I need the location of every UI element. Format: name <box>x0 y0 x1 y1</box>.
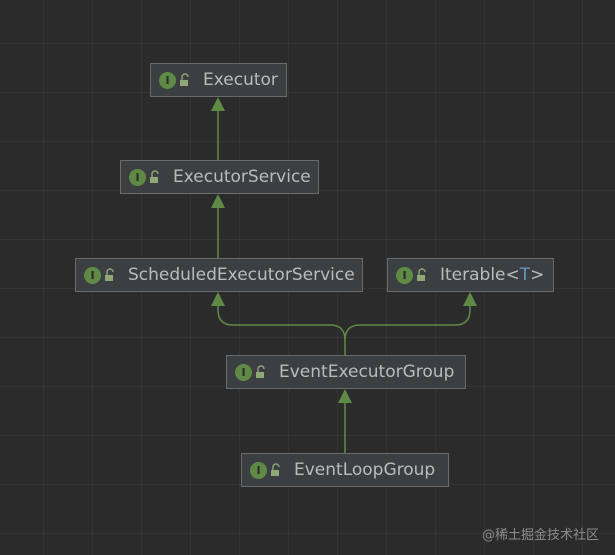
generic-close: > <box>530 265 545 285</box>
node-label: Executor <box>203 70 278 90</box>
arrowhead-scheduled <box>211 292 225 306</box>
arrowhead-executor <box>211 97 225 111</box>
edge-eventexecutorgroup-to-iterable <box>344 305 471 341</box>
node-event-executor-group[interactable]: I EventExecutorGroup <box>226 355 466 389</box>
interface-icon: I <box>250 461 267 479</box>
node-executor-service[interactable]: I ExecutorService <box>120 160 319 194</box>
unlocked-padlock-icon <box>416 268 428 282</box>
node-iterable[interactable]: I Iterable<T> <box>387 258 554 292</box>
node-executor[interactable]: I Executor <box>150 63 287 97</box>
type-parameter: T <box>519 265 531 285</box>
node-label: ScheduledExecutorService <box>128 265 355 285</box>
unlocked-padlock-icon <box>179 73 191 87</box>
generic-open: < <box>505 265 520 285</box>
node-event-loop-group[interactable]: I EventLoopGroup <box>241 453 449 487</box>
node-label: EventExecutorGroup <box>279 362 455 382</box>
arrowhead-eventexecutorgroup <box>338 389 352 403</box>
node-scheduled-executor-service[interactable]: I ScheduledExecutorService <box>75 258 363 292</box>
interface-icon: I <box>129 168 146 186</box>
interface-icon: I <box>159 71 176 89</box>
watermark: @稀土掘金技术社区 <box>481 528 599 543</box>
arrowhead-iterable <box>463 292 477 306</box>
node-label: ExecutorService <box>173 167 311 187</box>
unlocked-padlock-icon <box>255 365 267 379</box>
unlocked-padlock-icon <box>104 268 116 282</box>
interface-icon: I <box>235 363 252 381</box>
unlocked-padlock-icon <box>270 463 282 477</box>
arrowhead-executorservice <box>211 194 225 208</box>
edge-eventexecutorgroup-to-scheduled <box>217 305 346 355</box>
interface-icon: I <box>396 266 413 284</box>
node-label: Iterable <box>440 265 506 285</box>
unlocked-padlock-icon <box>149 170 161 184</box>
interface-icon: I <box>84 266 101 284</box>
node-label: EventLoopGroup <box>294 460 436 480</box>
